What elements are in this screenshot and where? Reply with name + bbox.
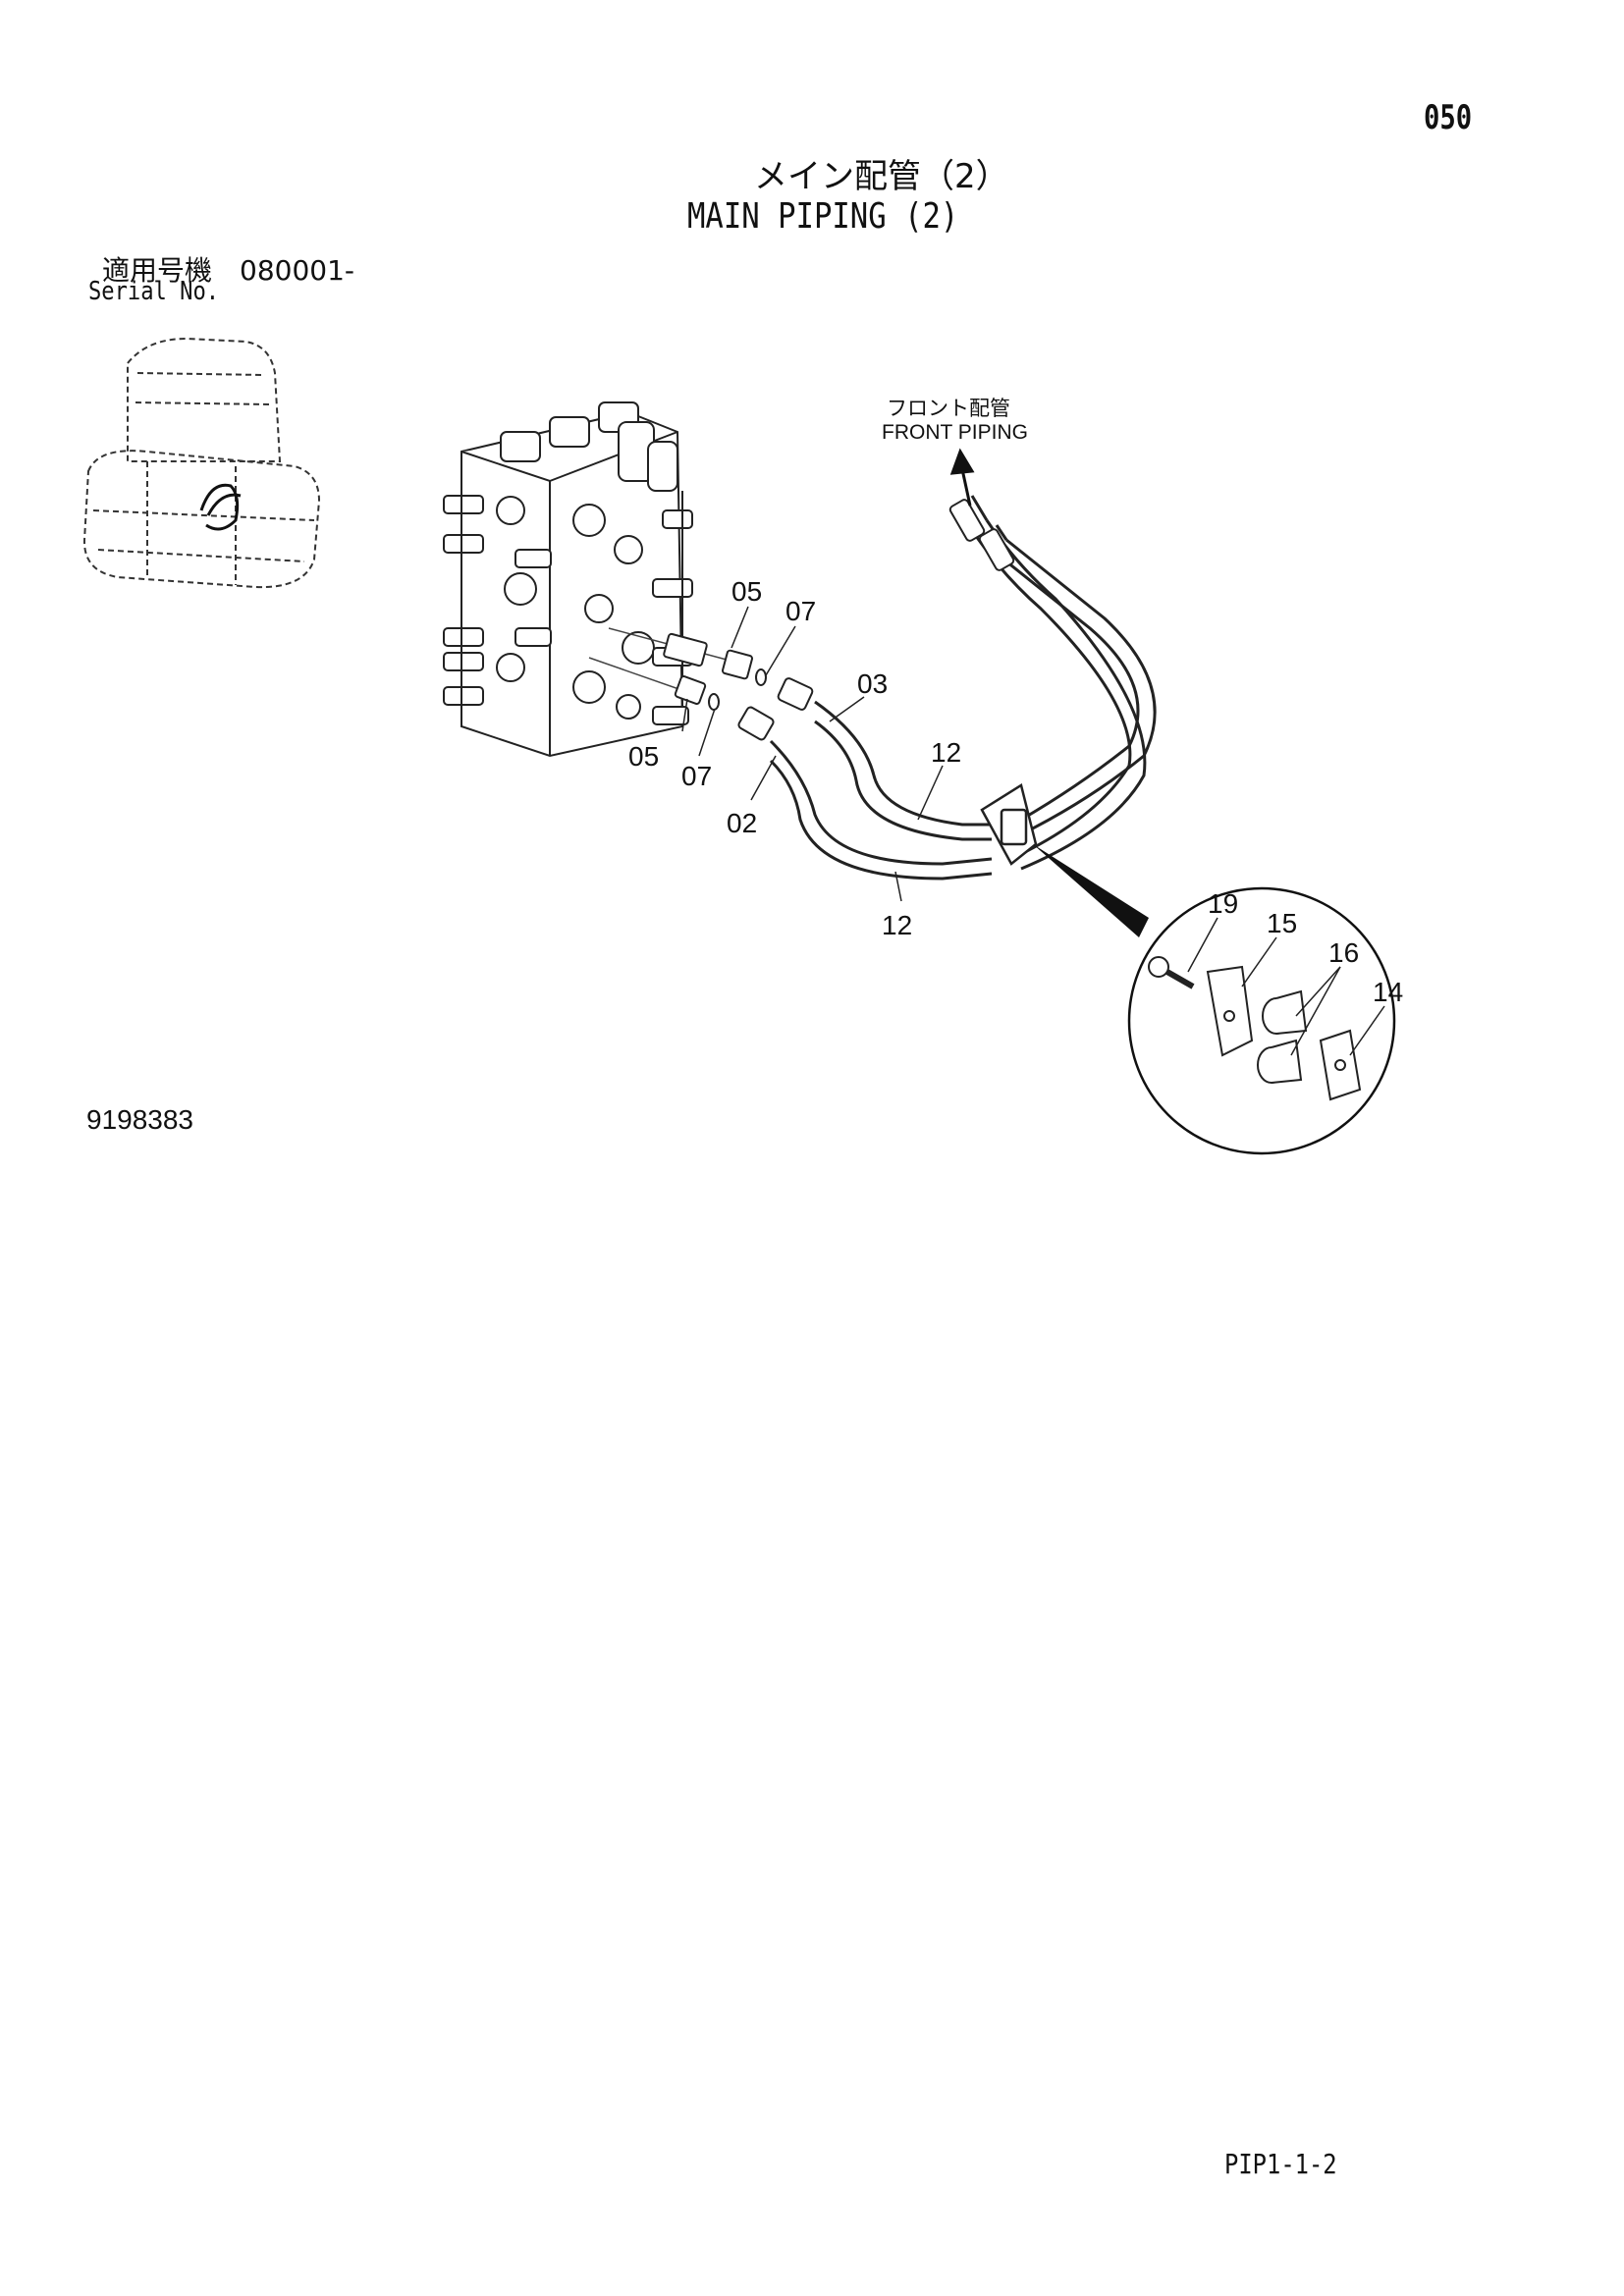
part-label-05-upper: 05 [731, 576, 762, 607]
part-label-07-lower: 07 [681, 761, 712, 791]
part-label-12-upper: 12 [931, 737, 961, 768]
part-label-14: 14 [1373, 977, 1403, 1007]
detail-parts [1148, 956, 1362, 1101]
hose-end-fittings [948, 499, 1015, 571]
control-valve [443, 401, 693, 758]
pipe-clamp [980, 783, 1038, 866]
part-label-12-lower: 12 [882, 910, 912, 940]
front-piping-label-japanese: フロント配管 [887, 397, 1010, 420]
serial-applicability-japanese: 適用号機 080001- [102, 254, 354, 287]
page-number: 050 [1424, 98, 1473, 137]
page-title-japanese: メイン配管（2） [754, 157, 1009, 196]
fittings [663, 632, 814, 741]
part-leader-lines [681, 606, 944, 902]
front-piping-arrow [949, 448, 975, 507]
page-title-english: MAIN PIPING (2) [687, 196, 959, 237]
serial-label-english: Serial No. [88, 277, 220, 306]
part-label-05-lower: 05 [628, 741, 659, 772]
machine-location-thumbnail [82, 337, 321, 589]
part-label-03: 03 [857, 668, 888, 699]
part-label-07-upper: 07 [785, 596, 816, 626]
page-code: PIP1-1-2 [1224, 2148, 1337, 2180]
hose-assembly [769, 495, 1157, 881]
figure-number: 9198383 [86, 1104, 194, 1135]
front-piping-label-english: FRONT PIPING [882, 421, 1028, 444]
detail-leader-lines [1187, 917, 1385, 1056]
part-label-15: 15 [1267, 908, 1297, 938]
part-label-19: 19 [1208, 888, 1238, 919]
part-label-16: 16 [1328, 937, 1359, 968]
part-label-02: 02 [727, 808, 757, 838]
highlighted-pipe-location [199, 483, 242, 531]
